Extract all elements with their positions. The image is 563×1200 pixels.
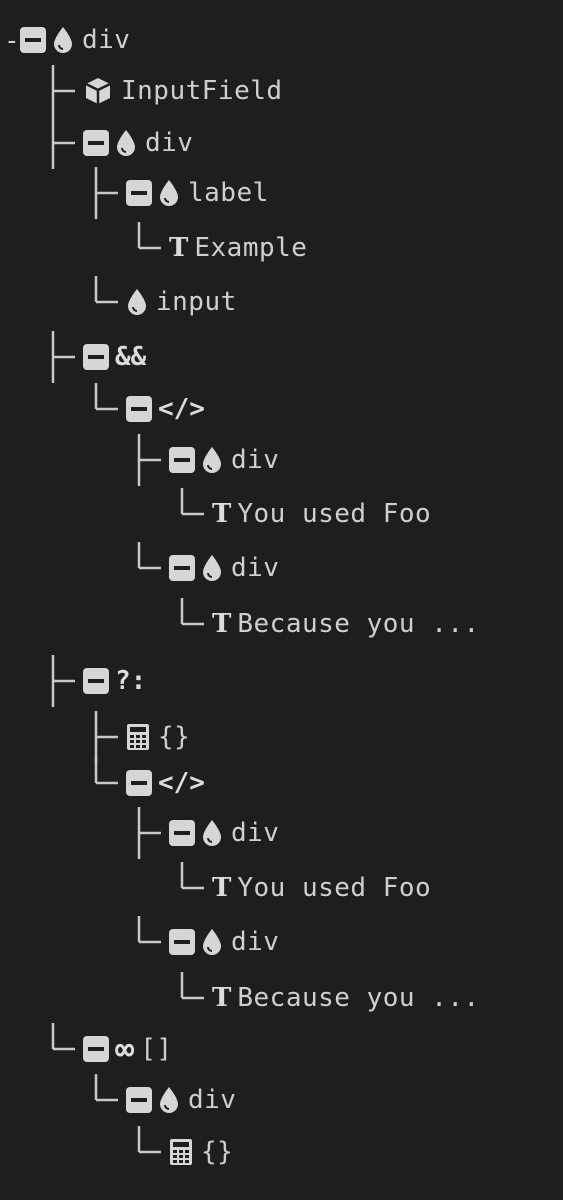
cube-icon <box>83 76 113 106</box>
node-label: You used Foo <box>237 499 432 529</box>
text-icon: T <box>169 233 189 263</box>
tree-node[interactable]: div <box>20 20 130 60</box>
tree-node[interactable]: && <box>83 337 146 377</box>
droplet-icon <box>201 818 223 848</box>
root-prefix: - <box>4 26 20 56</box>
calculator-icon <box>169 1138 193 1166</box>
tree-node[interactable]: div <box>169 440 279 480</box>
collapse-icon[interactable] <box>126 1087 152 1113</box>
tree-node[interactable]: div <box>169 922 279 962</box>
droplet-icon <box>201 927 223 957</box>
collapse-icon[interactable] <box>83 344 109 370</box>
node-label: div <box>231 553 280 583</box>
droplet-icon <box>52 25 74 55</box>
tree-node[interactable]: </> <box>126 763 205 803</box>
droplet-icon <box>201 445 223 475</box>
tree-node[interactable]: ∞[] <box>83 1029 173 1069</box>
node-label: div <box>231 927 280 957</box>
collapse-icon[interactable] <box>169 929 195 955</box>
tree-node[interactable]: div <box>169 548 279 588</box>
tree-node[interactable]: ?: <box>83 661 146 701</box>
tree-node[interactable]: div <box>169 813 279 853</box>
code-icon: </> <box>158 394 205 424</box>
droplet-icon <box>201 553 223 583</box>
node-label: {} <box>158 722 191 752</box>
node-label: div <box>145 128 194 158</box>
node-label: div <box>82 25 131 55</box>
node-label: Because you ... <box>237 983 480 1013</box>
text-icon: T <box>212 983 232 1013</box>
tree-node[interactable]: label <box>126 173 269 213</box>
collapse-icon[interactable] <box>126 180 152 206</box>
node-label: Because you ... <box>237 609 480 639</box>
droplet-icon <box>126 287 148 317</box>
node-label: div <box>231 818 280 848</box>
node-label: div <box>188 1085 237 1115</box>
collapse-icon[interactable] <box>169 447 195 473</box>
node-label: label <box>188 178 269 208</box>
droplet-icon <box>158 178 180 208</box>
collapse-icon[interactable] <box>169 820 195 846</box>
collapse-icon[interactable] <box>83 130 109 156</box>
tree-node[interactable]: {} <box>169 1132 233 1172</box>
node-label: {} <box>201 1137 234 1167</box>
calculator-icon <box>126 723 150 751</box>
ternary-icon: ?: <box>115 666 147 696</box>
collapse-icon[interactable] <box>169 555 195 581</box>
node-label: InputField <box>121 76 283 106</box>
tree-node[interactable]: InputField <box>83 71 283 111</box>
tree-node[interactable]: input <box>126 282 237 322</box>
ampersand-icon: && <box>115 342 147 372</box>
tree-node[interactable]: div <box>83 123 193 163</box>
text-icon: T <box>212 873 232 903</box>
text-icon: T <box>212 609 232 639</box>
node-label: input <box>156 287 237 317</box>
collapse-icon[interactable] <box>83 1036 109 1062</box>
tree-node[interactable]: </> <box>126 389 205 429</box>
droplet-icon <box>115 128 137 158</box>
infinity-icon: ∞ <box>115 1030 135 1068</box>
collapse-icon[interactable] <box>20 27 46 53</box>
node-label: div <box>231 445 280 475</box>
collapse-icon[interactable] <box>83 668 109 694</box>
node-label: Example <box>194 233 308 263</box>
collapse-icon[interactable] <box>126 396 152 422</box>
node-label: [] <box>140 1034 173 1064</box>
text-icon: T <box>212 499 232 529</box>
tree-node[interactable]: div <box>126 1080 236 1120</box>
tree-node[interactable]: {} <box>126 717 190 757</box>
code-icon: </> <box>158 768 205 798</box>
droplet-icon <box>158 1085 180 1115</box>
node-label: You used Foo <box>237 873 432 903</box>
collapse-icon[interactable] <box>126 770 152 796</box>
